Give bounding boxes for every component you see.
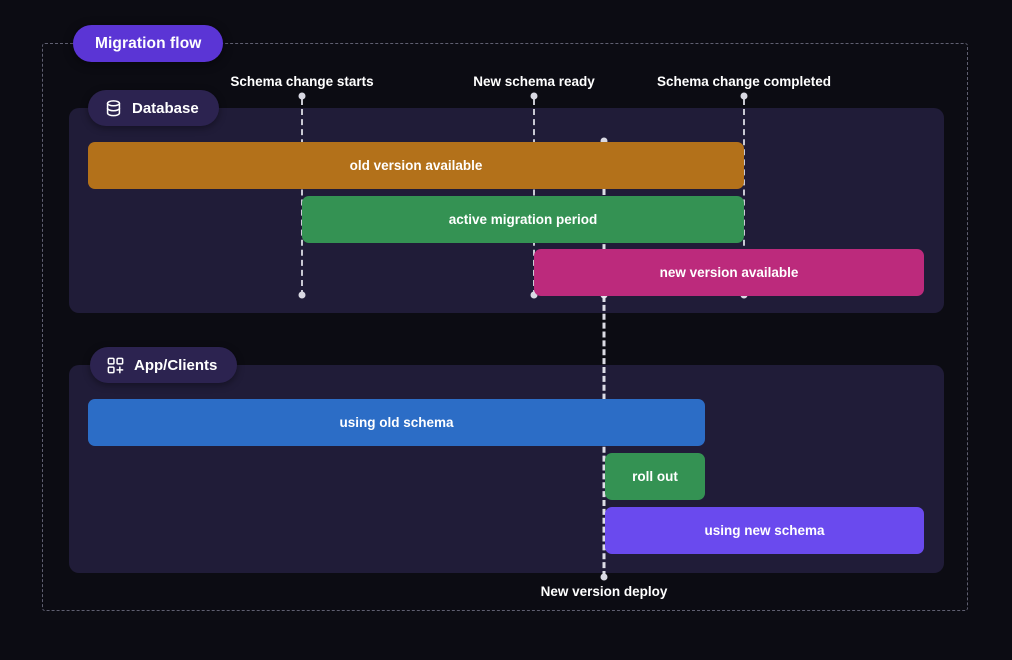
deploy-marker-dot-bottom — [600, 573, 608, 581]
diagram-outer-frame — [42, 43, 968, 611]
timeline-marker-label-1: New schema ready — [473, 74, 595, 89]
timeline-bar-label: roll out — [632, 469, 678, 484]
migration-flow-title-pill: Migration flow — [73, 25, 224, 62]
timeline-bar-label: new version available — [659, 265, 799, 280]
timeline-marker-dot-top-2 — [740, 92, 748, 100]
deploy-marker-label: New version deploy — [540, 584, 668, 599]
timeline-bar[interactable]: new version available — [534, 249, 924, 296]
timeline-bar-label: active migration period — [448, 212, 598, 227]
timeline-bar[interactable]: using new schema — [605, 507, 924, 554]
timeline-marker-dot-top-0 — [298, 92, 306, 100]
timeline-bar[interactable]: old version available — [88, 142, 744, 189]
timeline-bar[interactable]: roll out — [605, 453, 705, 500]
timeline-bar[interactable]: using old schema — [88, 399, 705, 446]
timeline-marker-line-2 — [743, 99, 745, 296]
timeline-bar-label: old version available — [349, 158, 483, 173]
lane-title-label-database: Database — [132, 99, 199, 117]
timeline-marker-line-0 — [301, 99, 303, 296]
timeline-marker-dot-bottom-0 — [298, 291, 306, 299]
timeline-marker-label-2: Schema change completed — [656, 74, 832, 89]
lane-title-label-app-clients: App/Clients — [134, 356, 218, 374]
timeline-marker-label-0: Schema change starts — [230, 74, 374, 89]
lane-title-app-clients: App/Clients — [90, 347, 238, 383]
timeline-marker-dot-top-1 — [530, 92, 538, 100]
timeline-marker-dot-bottom-1 — [530, 291, 538, 299]
apps-grid-plus-icon — [106, 356, 125, 375]
timeline-bar-label: using old schema — [339, 415, 454, 430]
timeline-bar-label: using new schema — [704, 523, 825, 538]
database-icon — [104, 99, 123, 118]
lane-title-database: Database — [88, 90, 219, 126]
page-title: Migration flow — [95, 34, 202, 52]
deploy-marker-dot-top — [600, 137, 608, 145]
timeline-bar[interactable]: active migration period — [302, 196, 744, 243]
